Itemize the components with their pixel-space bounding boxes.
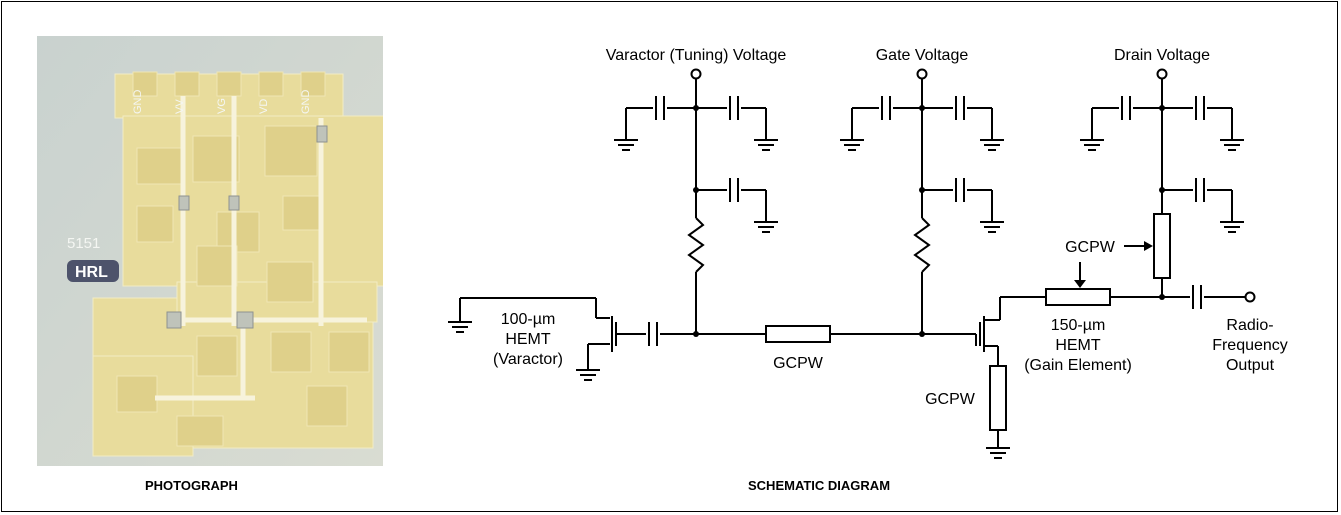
gcpw-drain-line <box>1045 288 1111 306</box>
chip-logo-text: HRL <box>75 264 108 281</box>
photograph-caption: PHOTOGRAPH <box>145 478 238 493</box>
chip-label-vv: VV <box>174 99 186 114</box>
output-network <box>1192 285 1256 309</box>
chip-label-vd: VD <box>258 99 270 114</box>
gate-bias-network <box>851 68 993 335</box>
gain-hemt <box>975 296 1190 448</box>
varactor-hemt-label-1: 100-µm <box>501 311 556 328</box>
gcpw-series-line <box>765 325 831 343</box>
varactor-hemt-label-2: HEMT <box>505 331 551 348</box>
gcpw-drain-label: GCPW <box>1065 239 1116 256</box>
chip-label-gnd-left: GND <box>132 90 144 115</box>
varactor-hemt-label-3: (Varactor) <box>493 351 563 368</box>
hrl-logo: HRL <box>67 260 119 282</box>
gain-hemt-label-2: HEMT <box>1055 337 1101 354</box>
varactor-voltage-label: Varactor (Tuning) Voltage <box>606 47 787 64</box>
chip-label-vg: VG <box>216 98 228 114</box>
gcpw-series-label: GCPW <box>773 355 824 372</box>
chip-code: 5151 <box>67 235 100 252</box>
schematic-caption: SCHEMATIC DIAGRAM <box>748 478 891 493</box>
drain-voltage-label: Drain Voltage <box>1114 47 1210 64</box>
gain-hemt-label-1: 150-µm <box>1051 317 1106 334</box>
chip-label-gnd-right: GND <box>300 90 312 115</box>
output-label-1: Radio- <box>1226 317 1273 334</box>
ground-symbols <box>448 139 1244 459</box>
gate-voltage-label: Gate Voltage <box>876 47 969 64</box>
gcpw-source-label: GCPW <box>925 391 976 408</box>
output-label-3: Output <box>1226 357 1275 374</box>
drain-bias-network <box>1091 68 1233 297</box>
chip-photograph: GND VV VG VD GND 5151 HRL <box>37 36 383 466</box>
gain-hemt-label-3: (Gain Element) <box>1024 357 1132 374</box>
output-label-2: Frequency <box>1212 337 1288 354</box>
varactor-bias-network <box>625 68 767 335</box>
